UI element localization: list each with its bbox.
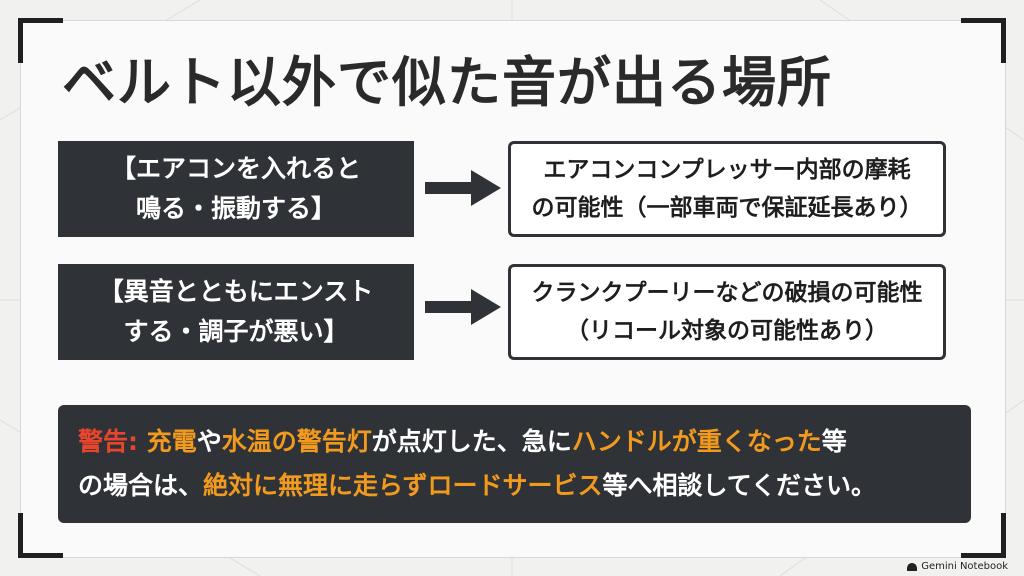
cause-line: 【エアコンを入れると xyxy=(110,154,361,183)
warning-text xyxy=(138,427,147,456)
warning-text: 等 xyxy=(821,427,847,456)
result-box-compressor: エアコンコンプレッサー内部の摩耗 の可能性（一部車両で保証延長あり） xyxy=(508,141,946,237)
notebook-logo-icon xyxy=(907,562,918,571)
warning-box: 警告: 充電や水温の警告灯が点灯した、急にハンドルが重くなった等 の場合は、絶対… xyxy=(58,405,971,523)
warning-text: 等へ相談してください。 xyxy=(602,471,877,500)
warning-highlight: 水温の警告灯 xyxy=(221,427,372,456)
warning-highlight: ハンドルが重くなった xyxy=(571,427,822,456)
warning-text: や xyxy=(196,427,222,456)
warning-highlight: 絶対に無理に走らずロードサービス xyxy=(203,471,603,500)
result-line: エアコンコンプレッサー内部の摩耗 xyxy=(543,157,911,183)
warning-text: が点灯した、急に xyxy=(371,427,572,456)
cause-box-engine-stall: 【異音とともにエンスト する・調子が悪い】 xyxy=(58,264,414,360)
cause-line: する・調子が悪い】 xyxy=(123,317,349,346)
warning-label: 警告: xyxy=(78,427,138,456)
right-arrow-icon xyxy=(425,170,501,206)
warning-highlight: 充電 xyxy=(146,427,197,456)
watermark: Gemini Notebook xyxy=(907,561,1008,572)
corner-bracket-top-right xyxy=(961,18,1006,63)
watermark-text: Gemini Notebook xyxy=(921,561,1008,572)
corner-bracket-top-left xyxy=(18,18,63,63)
warning-text: の場合は、 xyxy=(78,471,204,500)
result-line: の可能性（一部車両で保証延長あり） xyxy=(531,195,923,221)
page-title: ベルト以外で似た音が出る場所 xyxy=(62,51,832,114)
cause-line: 鳴る・振動する】 xyxy=(135,194,336,223)
corner-bracket-bottom-right xyxy=(961,513,1006,558)
cause-box-aircon: 【エアコンを入れると 鳴る・振動する】 xyxy=(58,141,414,237)
warning-line-2: の場合は、絶対に無理に走らずロードサービス等へ相談してください。 xyxy=(78,464,971,508)
cause-line: 【異音とともにエンスト xyxy=(98,277,374,306)
result-line: （リコール対象の可能性あり） xyxy=(566,318,888,344)
warning-line-1: 警告: 充電や水温の警告灯が点灯した、急にハンドルが重くなった等 xyxy=(78,420,971,464)
result-line: クランクプーリーなどの破損の可能性 xyxy=(531,280,923,306)
corner-bracket-bottom-left xyxy=(18,513,63,558)
result-box-crank-pulley: クランクプーリーなどの破損の可能性 （リコール対象の可能性あり） xyxy=(508,264,946,360)
right-arrow-icon xyxy=(425,289,501,325)
